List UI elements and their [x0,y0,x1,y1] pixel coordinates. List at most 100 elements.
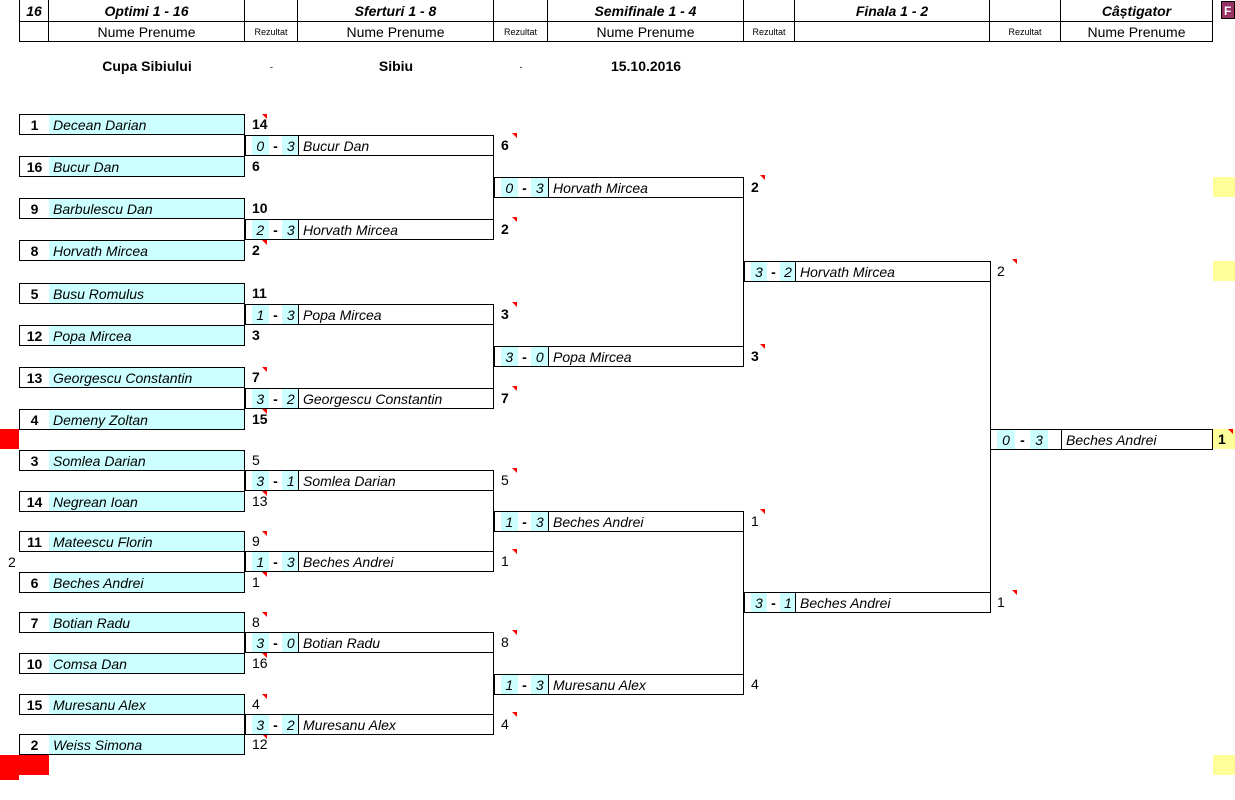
score-away[interactable]: 1 [780,593,796,612]
highlight-2 [1213,261,1235,281]
competition-name: Cupa Sibiului [102,58,192,74]
score-separator: - [273,138,278,154]
player-score: 8 [501,634,509,650]
match-result[interactable]: 1-3 [245,304,300,325]
score-home[interactable]: 0 [501,178,518,197]
connector-line [743,521,744,684]
score-home[interactable]: 1 [501,512,518,531]
player-name: Botian Radu [49,612,245,633]
score-home[interactable]: 2 [252,220,269,239]
player-name: Georgescu Constantin [298,388,494,409]
comment-marker [512,549,517,554]
player-score: 1 [252,574,260,590]
player-name: Mateescu Florin [49,531,245,552]
match-result[interactable]: 1-3 [494,674,549,695]
header-semis: Semifinale 1 - 4 [548,0,744,22]
player-score: 6 [252,158,260,174]
score-home[interactable]: 1 [501,675,518,694]
score-away[interactable]: 3 [282,552,300,571]
player-score: 3 [751,348,759,364]
match-result[interactable]: 3-1 [744,592,796,613]
comment-marker [262,491,267,496]
score-away[interactable]: 0 [282,633,300,652]
seed-number: 5 [19,283,50,304]
score-home[interactable]: 3 [252,471,269,490]
score-away[interactable]: 2 [780,262,796,281]
score-separator: - [771,595,776,611]
highlight-1 [1213,177,1235,197]
score-home[interactable]: 3 [252,389,269,408]
score-away[interactable]: 3 [282,136,300,155]
connector-line [244,622,245,663]
player-score: 16 [252,655,268,671]
seed-number: 4 [19,409,50,430]
competition-location: Sibiu [378,58,414,74]
score-separator: - [273,554,278,570]
score-away[interactable]: 3 [1030,430,1048,449]
score-away[interactable]: 3 [282,305,300,324]
score-away[interactable]: 0 [531,347,549,366]
corner-button[interactable]: F [1221,1,1235,19]
sub-result-3: Rezultat [744,22,795,42]
match-result[interactable]: 3-2 [245,388,300,409]
comment-marker [1228,429,1233,434]
match-result[interactable]: 0-3 [245,135,300,156]
winner-score-cell [1213,429,1235,449]
comment-marker [512,712,517,717]
red-marker-top [0,429,19,449]
player-name: Horvath Mircea [548,177,744,198]
score-home[interactable]: 1 [252,305,269,324]
match-result[interactable]: 1-3 [494,511,549,532]
highlight-3 [1213,755,1235,775]
seed-number: 1 [19,114,50,135]
header-gap-1 [245,0,298,22]
sub-result-2: Rezultat [494,22,548,42]
match-result[interactable]: 3-0 [245,632,300,653]
sub-result-4: Rezultat [990,22,1061,42]
score-home[interactable]: 3 [751,593,767,612]
player-name: Popa Mircea [49,325,245,346]
match-result[interactable]: 3-1 [245,470,300,491]
player-name: Weiss Simona [49,734,245,755]
score-home[interactable]: 3 [501,347,518,366]
match-result[interactable]: 3-0 [494,346,549,367]
connector-line [743,187,744,356]
score-separator: - [522,349,527,365]
comment-marker [262,572,267,577]
player-name: Busu Romulus [49,283,245,304]
score-away[interactable]: 2 [282,715,300,734]
player-name: Popa Mircea [548,346,744,367]
score-separator: - [273,635,278,651]
sub-name-3: Nume Prenume [548,22,744,42]
connector-line [244,460,245,501]
winner-result[interactable]: 0-3 [990,429,1062,450]
score-home[interactable]: 1 [252,552,269,571]
score-away[interactable]: 3 [531,675,549,694]
score-away[interactable]: 1 [282,471,300,490]
winner-name: Beches Andrei [1061,429,1213,450]
score-home[interactable]: 0 [252,136,269,155]
score-home[interactable]: 3 [252,715,269,734]
match-result[interactable]: 3-2 [245,714,300,735]
player-name: Muresanu Alex [548,674,744,695]
seed-number: 11 [19,531,50,552]
player-score: 15 [252,411,268,427]
match-result[interactable]: 0-3 [494,177,549,198]
score-home[interactable]: 3 [252,633,269,652]
sub-result-1: Rezultat [245,22,298,42]
winner-score: 1 [1218,431,1226,447]
score-home[interactable]: 3 [751,262,767,281]
score-away[interactable]: 3 [531,178,549,197]
score-away[interactable]: 3 [531,512,549,531]
connector-line [244,293,245,335]
match-result[interactable]: 3-2 [744,261,796,282]
player-name: Decean Darian [49,114,245,135]
connector-line [493,145,494,229]
score-away[interactable]: 3 [282,220,300,239]
match-result[interactable]: 2-3 [245,219,300,240]
match-result[interactable]: 1-3 [245,551,300,572]
comment-marker [262,240,267,245]
player-score: 12 [252,736,268,752]
score-home[interactable]: 0 [997,430,1015,449]
score-away[interactable]: 2 [282,389,300,408]
